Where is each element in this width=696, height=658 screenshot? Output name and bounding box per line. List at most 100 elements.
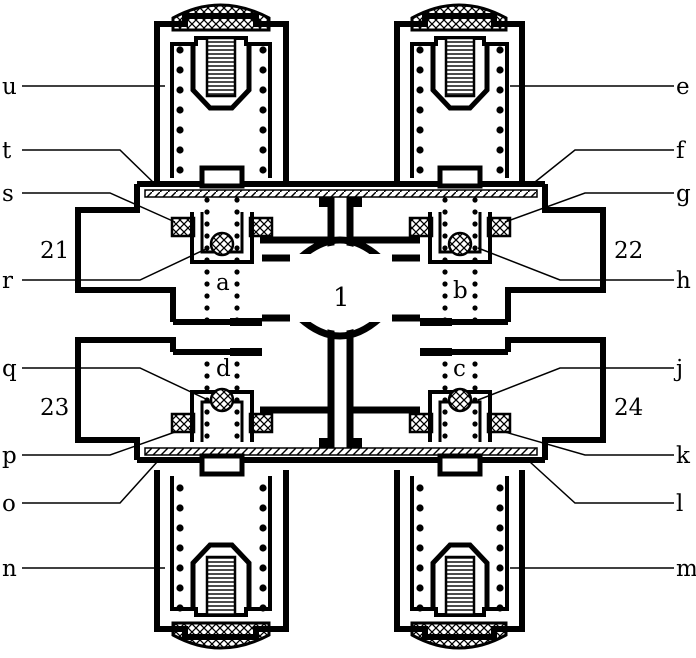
spring-dot bbox=[472, 221, 478, 227]
plunger-head bbox=[437, 165, 483, 189]
valve-b: b bbox=[453, 278, 468, 304]
coil-dot bbox=[259, 524, 267, 532]
coil-dot bbox=[259, 166, 267, 174]
spring-dot bbox=[472, 421, 478, 427]
spring-dot bbox=[234, 209, 240, 215]
coil-dot bbox=[259, 484, 267, 492]
coil-dot bbox=[176, 146, 184, 154]
spring-dot bbox=[472, 305, 478, 311]
spring-dot bbox=[234, 245, 240, 251]
coil-dot bbox=[176, 604, 184, 612]
spring-dot bbox=[442, 385, 448, 391]
coil-dot bbox=[416, 564, 424, 572]
chamber-1: 1 bbox=[333, 283, 350, 313]
valve-seats bbox=[170, 165, 512, 477]
coil-dot bbox=[416, 106, 424, 114]
spring-dot bbox=[442, 209, 448, 215]
coil-dot bbox=[416, 584, 424, 592]
spring-dot bbox=[472, 373, 478, 379]
label-h: h bbox=[676, 268, 691, 294]
coil-dot bbox=[176, 86, 184, 94]
solenoid-bottom-right bbox=[394, 470, 525, 650]
valve-ball bbox=[447, 387, 473, 413]
spring-dot bbox=[204, 221, 210, 227]
valve-ball bbox=[209, 387, 235, 413]
label-l: l bbox=[676, 491, 683, 517]
valve-ball bbox=[447, 231, 473, 257]
spring-dot bbox=[442, 361, 448, 367]
coil-dot bbox=[176, 66, 184, 74]
plunger-head bbox=[199, 165, 245, 189]
coil-dot bbox=[176, 544, 184, 552]
coil-dot bbox=[416, 604, 424, 612]
coil-dot bbox=[416, 544, 424, 552]
valve-c: c bbox=[453, 356, 466, 382]
spring-dot bbox=[472, 257, 478, 263]
spring-dot bbox=[472, 269, 478, 275]
label-t: t bbox=[2, 138, 12, 164]
coil-dot bbox=[496, 544, 504, 552]
spring-dot bbox=[472, 293, 478, 299]
coil-dot bbox=[416, 86, 424, 94]
coil-dot bbox=[416, 126, 424, 134]
coil-dot bbox=[259, 86, 267, 94]
plunger-head bbox=[199, 453, 245, 477]
spring-dot bbox=[204, 257, 210, 263]
leader-lines bbox=[22, 85, 674, 569]
spring-dot bbox=[234, 269, 240, 275]
spring-dot bbox=[472, 197, 478, 203]
label-k: k bbox=[676, 443, 691, 469]
plunger-head bbox=[437, 453, 483, 477]
coil-dot bbox=[496, 604, 504, 612]
coil-dot bbox=[496, 564, 504, 572]
spring-dot bbox=[442, 281, 448, 287]
spring-dot bbox=[472, 397, 478, 403]
coil-dot bbox=[496, 106, 504, 114]
spring-dot bbox=[204, 305, 210, 311]
valve-cage bbox=[190, 212, 254, 264]
spring-dot bbox=[204, 433, 210, 439]
spring-dot bbox=[442, 221, 448, 227]
coil-dot bbox=[496, 46, 504, 54]
coil-dot bbox=[496, 126, 504, 134]
spring-dot bbox=[234, 361, 240, 367]
spring-dot bbox=[234, 421, 240, 427]
coil-dot bbox=[496, 504, 504, 512]
spring-dot bbox=[442, 409, 448, 415]
valve-body bbox=[75, 181, 606, 463]
coil-dot bbox=[496, 66, 504, 74]
spring-dot bbox=[204, 197, 210, 203]
spring-dot bbox=[234, 397, 240, 403]
spring-dot bbox=[234, 317, 240, 323]
coil-dot bbox=[176, 564, 184, 572]
port-23: 23 bbox=[40, 395, 69, 421]
coil-dot bbox=[176, 166, 184, 174]
coil-dot bbox=[259, 504, 267, 512]
coil-dot bbox=[496, 584, 504, 592]
spring-dot bbox=[234, 373, 240, 379]
spring-dot bbox=[204, 409, 210, 415]
spring-dot bbox=[234, 385, 240, 391]
spring-dot bbox=[442, 245, 448, 251]
solenoid-top-left bbox=[154, 3, 289, 184]
spring-dot bbox=[234, 257, 240, 263]
coil-dot bbox=[416, 166, 424, 174]
spring-dot bbox=[234, 281, 240, 287]
spring-dot bbox=[442, 293, 448, 299]
spring-dot bbox=[442, 305, 448, 311]
coil-dot bbox=[496, 484, 504, 492]
label-j: j bbox=[673, 356, 683, 382]
spring-dot bbox=[442, 373, 448, 379]
port-24: 24 bbox=[614, 395, 643, 421]
spring-dot bbox=[442, 197, 448, 203]
coil-dot bbox=[176, 126, 184, 134]
spring-dot bbox=[472, 209, 478, 215]
coil-dot bbox=[176, 484, 184, 492]
spring-dot bbox=[204, 361, 210, 367]
spring-dot bbox=[234, 433, 240, 439]
coil-dot bbox=[416, 524, 424, 532]
spring-dot bbox=[204, 349, 210, 355]
coil-dot bbox=[496, 166, 504, 174]
